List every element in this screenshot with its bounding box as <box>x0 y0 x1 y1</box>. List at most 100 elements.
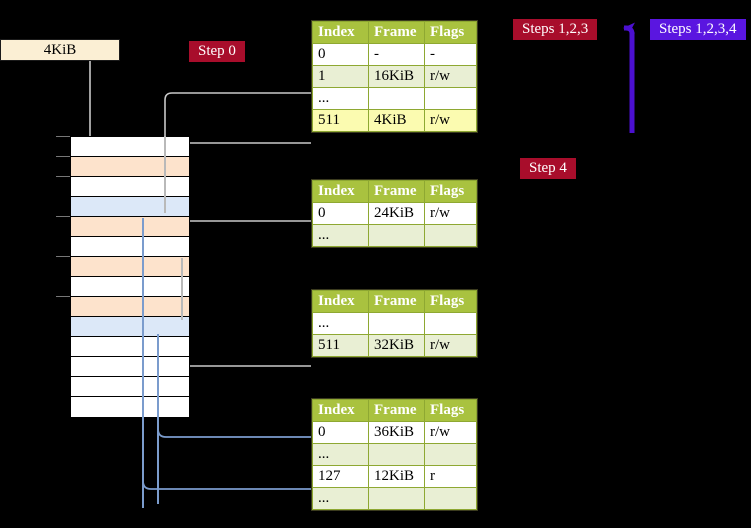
cell-index: ... <box>312 224 369 247</box>
cell-flags <box>424 87 477 110</box>
cell-flags: - <box>424 43 477 66</box>
memory-frame-row <box>71 177 189 197</box>
column-header-index: Index <box>312 180 369 203</box>
memory-frame-row <box>71 277 189 297</box>
guide-line-blue-2 <box>157 334 159 504</box>
cell-flags <box>424 312 477 335</box>
wire-t3-row511-to-frame <box>180 315 311 367</box>
cell-frame: 16KiB <box>368 65 425 88</box>
cell-frame: - <box>368 43 425 66</box>
cell-frame <box>368 487 425 510</box>
cell-frame <box>368 443 425 466</box>
cell-frame <box>368 224 425 247</box>
column-header-index: Index <box>312 399 369 422</box>
cell-flags <box>424 224 477 247</box>
label-steps-1234: Steps 1,2,3,4 <box>650 19 746 40</box>
guide-line-gray-1 <box>164 136 166 213</box>
memory-frame-row <box>71 137 189 157</box>
column-header-index: Index <box>312 21 369 44</box>
violet-loop-arrow <box>623 22 635 133</box>
cell-flags: r/w <box>424 202 477 225</box>
column-header-flags: Flags <box>424 399 477 422</box>
memory-frame-tick <box>56 256 70 257</box>
cell-flags: r/w <box>424 109 477 132</box>
column-header-flags: Flags <box>424 290 477 313</box>
cell-frame: 32KiB <box>368 334 425 357</box>
cell-index: ... <box>312 312 369 335</box>
memory-frame-row <box>71 237 189 257</box>
label-step-4: Step 4 <box>520 158 576 179</box>
memory-frame-row <box>71 317 189 337</box>
cell-frame: 12KiB <box>368 465 425 488</box>
table-row[interactable]: ... <box>312 312 477 335</box>
size-box-label: 4KiB <box>43 41 77 58</box>
cell-frame: 24KiB <box>368 202 425 225</box>
cell-flags: r/w <box>424 65 477 88</box>
size-box-4kib: 4KiB <box>0 39 120 61</box>
table-row[interactable]: ... <box>312 443 477 466</box>
memory-frame-tick <box>56 136 70 137</box>
table-row[interactable]: ... <box>312 87 477 110</box>
cell-index: ... <box>312 87 369 110</box>
label-step-0: Step 0 <box>189 41 245 62</box>
cell-frame: 4KiB <box>368 109 425 132</box>
cell-frame <box>368 87 425 110</box>
cell-flags: r <box>424 465 477 488</box>
memory-frame-tick <box>56 176 70 177</box>
cell-index: 0 <box>312 202 369 225</box>
memory-frame-row <box>71 197 189 217</box>
cell-index: 0 <box>312 43 369 66</box>
memory-frame-tick <box>56 156 70 157</box>
cell-index: ... <box>312 487 369 510</box>
table-row[interactable]: ... <box>312 487 477 510</box>
cell-index: 511 <box>312 334 369 357</box>
cell-flags: r/w <box>424 421 477 444</box>
table-row[interactable]: ... <box>312 224 477 247</box>
wire-t2-row0-to-frame <box>178 220 311 263</box>
label-steps-123: Steps 1,2,3 <box>513 19 598 40</box>
memory-frame-row <box>71 217 189 237</box>
column-header-index: Index <box>312 290 369 313</box>
cell-index: 1 <box>312 65 369 88</box>
memory-frame-row <box>71 377 189 397</box>
cell-index: 511 <box>312 109 369 132</box>
memory-frame-row <box>71 157 189 177</box>
memory-frame-row <box>71 357 189 377</box>
table-row[interactable]: 0-- <box>312 43 477 66</box>
cell-frame <box>368 312 425 335</box>
column-header-flags: Flags <box>424 180 477 203</box>
cell-index: 127 <box>312 465 369 488</box>
column-header-frame: Frame <box>368 180 425 203</box>
cell-frame: 36KiB <box>368 421 425 444</box>
steps-123-pill: Steps 1,2,3 <box>513 19 598 40</box>
column-header-frame: Frame <box>368 290 425 313</box>
steps-1234-pill: Steps 1,2,3,4 <box>650 19 746 40</box>
memory-frame-tick <box>56 216 70 217</box>
memory-frame-row <box>71 397 189 417</box>
cell-flags: r/w <box>424 334 477 357</box>
cell-flags <box>424 443 477 466</box>
memory-frame-row <box>71 257 189 277</box>
guide-line-gray-2 <box>181 258 183 320</box>
guide-line-blue-1 <box>142 218 144 508</box>
step-4-pill: Step 4 <box>520 158 576 179</box>
cell-flags <box>424 487 477 510</box>
cell-index: 0 <box>312 421 369 444</box>
memory-frame-tick <box>56 296 70 297</box>
column-header-frame: Frame <box>368 21 425 44</box>
column-header-flags: Flags <box>424 21 477 44</box>
column-header-frame: Frame <box>368 399 425 422</box>
